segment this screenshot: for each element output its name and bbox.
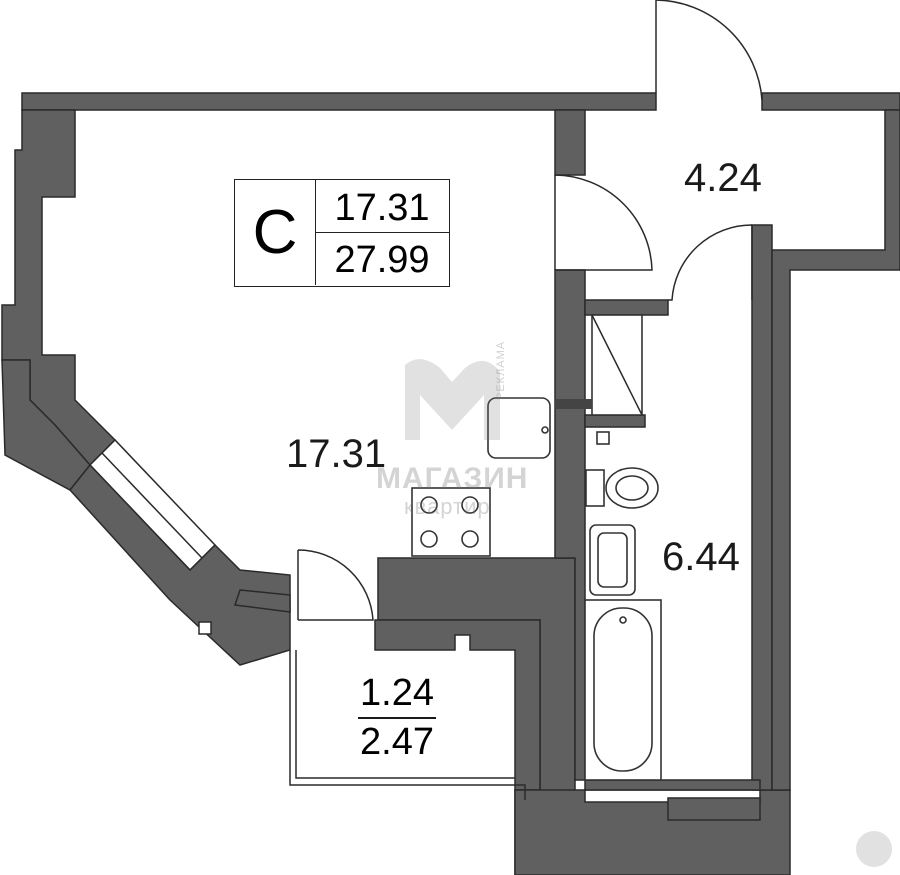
bathroom-area-label: 6.44	[662, 535, 740, 579]
wall-right-outer	[771, 109, 900, 791]
wall-top	[21, 92, 657, 111]
hallway-area-label: 4.24	[684, 156, 762, 200]
balcony-frame-inner	[295, 650, 515, 779]
balcony-area-label: 1.24	[360, 672, 434, 714]
total-area-value: 27.99	[334, 239, 430, 281]
wall-left-lower	[1, 359, 91, 491]
bath-sink-basin	[597, 532, 628, 588]
sink-tap	[541, 426, 549, 434]
stove-burner	[461, 530, 479, 548]
watermark-brand: МАГАЗИН	[376, 462, 529, 495]
wall-right	[751, 224, 773, 791]
stove-burner	[420, 530, 438, 548]
fraction-line	[358, 717, 436, 719]
bathtub-drain	[619, 616, 627, 624]
bathroom-door	[668, 224, 753, 301]
vent-duct-diagonal	[591, 314, 643, 416]
wall-balcony-right	[374, 619, 541, 791]
living-area-value: 17.31	[315, 180, 449, 233]
apartment-type-badge: С 17.31 27.99	[234, 179, 450, 287]
wall-hallway-bottom	[584, 299, 669, 316]
bathtub-basin	[593, 607, 653, 772]
wall-hallway-left	[554, 109, 586, 176]
watermark-subtitle: квартир	[404, 494, 491, 519]
wall-top-right	[761, 92, 900, 111]
corner-logo-icon	[856, 831, 892, 867]
wall-bottom-block	[667, 797, 761, 821]
stove-burner	[420, 496, 438, 514]
balcony-door	[297, 549, 374, 621]
floor-drain	[596, 431, 610, 445]
wall-corner-bottom	[69, 463, 291, 666]
wall-duct	[584, 414, 646, 428]
hatched-panel	[555, 399, 592, 409]
balcony-area-fraction: 1.24 2.47	[352, 672, 442, 764]
watermark-side-text: РЕКЛАМА	[495, 340, 507, 400]
window-glass-line	[101, 452, 203, 559]
toilet-tank	[585, 469, 605, 507]
toilet-seat	[615, 475, 649, 501]
balcony-area-total-label: 2.47	[360, 721, 434, 763]
living-door	[554, 174, 653, 271]
balcony-frame	[289, 650, 526, 800]
house-logo-icon	[405, 359, 500, 440]
apartment-type-letter: С	[235, 180, 316, 285]
entry-door	[655, 0, 763, 101]
stove-burner	[461, 496, 479, 514]
wall-balcony-divider	[233, 589, 291, 613]
wall-bath-bottom	[584, 779, 761, 791]
kitchen-sink	[487, 397, 551, 459]
vent-square	[198, 621, 212, 635]
living-room-area-label: 17.31	[286, 432, 387, 476]
